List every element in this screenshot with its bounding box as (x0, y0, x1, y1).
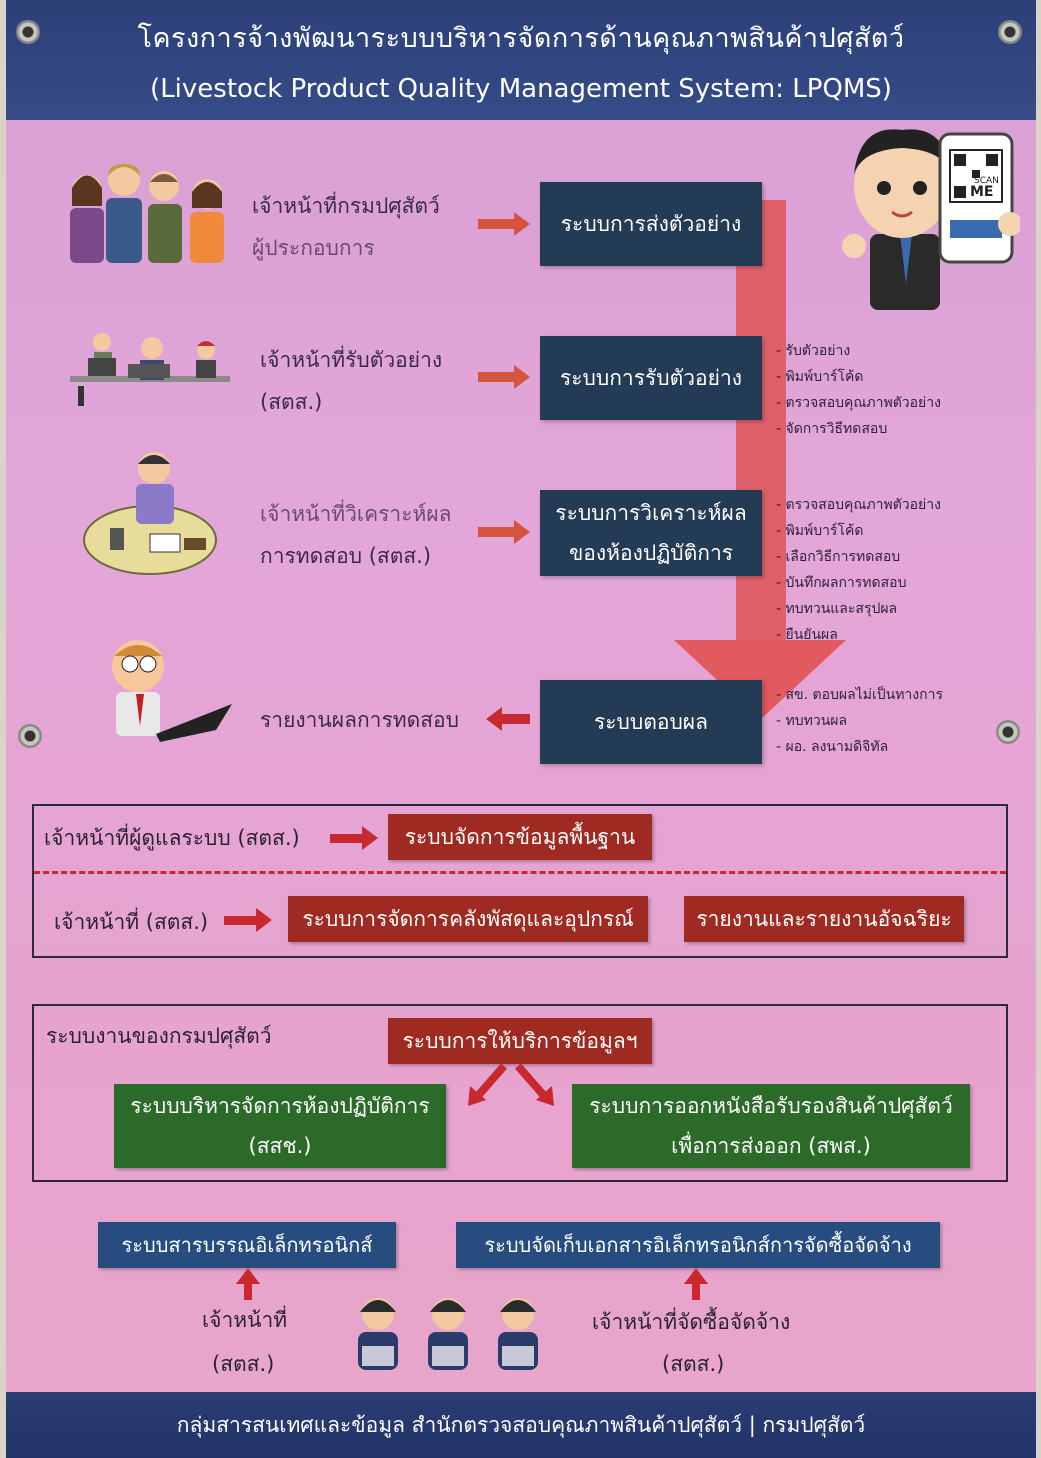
bullet-item: - พิมพ์บาร์โค้ด (776, 369, 864, 385)
role-sample-receiver-unit: (สตส.) (260, 390, 323, 414)
system-lab-analysis-line1: ระบบการวิเคราะห์ผล (555, 501, 747, 525)
qr-scan-label: SCAN (974, 176, 999, 186)
system-result-response: ระบบตอบผล (540, 680, 762, 764)
bullet-item: - บันทึกผลการทดสอบ (776, 575, 907, 591)
admin-systems-box (32, 804, 1008, 958)
bullet-item: - เลือกวิธีการทดสอบ (776, 549, 901, 565)
bullet-item: - จัดการวิธีทดสอบ (776, 421, 888, 437)
grommet-icon (998, 20, 1022, 44)
bullet-item: - พิมพ์บาร์โค้ด (776, 523, 864, 539)
dashed-divider (34, 871, 1006, 874)
system-data-service: ระบบการให้บริการข้อมูลฯ (388, 1018, 652, 1064)
system-smart-report: รายงานและรายงานอัจฉริยะ (684, 896, 964, 942)
role-lab-analyst: เจ้าหน้าที่วิเคราะห์ผล (260, 502, 452, 526)
system-master-data: ระบบจัดการข้อมูลพื้นฐาน (388, 814, 652, 860)
system-sample-submission: ระบบการส่งตัวอย่าง (540, 182, 762, 266)
system-lab-management: ระบบบริหารจัดการห้องปฏิบัติการ (สสช.) (114, 1084, 446, 1168)
arrow-left-icon (486, 707, 530, 731)
system-e-document: ระบบสารบรรณอิเล็กทรอนิกส์ (98, 1222, 396, 1268)
arrow-up-icon (684, 1268, 708, 1300)
grommet-icon (18, 724, 42, 748)
lab-analyst-icon (83, 452, 217, 575)
role-dld-staff: เจ้าหน้าที่กรมปศุสัตว์ (252, 194, 440, 218)
system-lab-management-line1: ระบบบริหารจัดการห้องปฏิบัติการ (130, 1094, 430, 1118)
arrow-up-icon (236, 1268, 260, 1300)
bottom-left-role: เจ้าหน้าที่ (202, 1308, 288, 1332)
dld-systems-box (32, 1004, 1008, 1182)
system-lab-analysis-line2: ของห้องปฏิบัติการ (568, 541, 734, 565)
admin-role-label: เจ้าหน้าที่ผู้ดูแลระบบ (สตส.) (44, 826, 300, 850)
role-sample-receiver: เจ้าหน้าที่รับตัวอย่าง (260, 348, 443, 372)
grommet-icon (16, 20, 40, 44)
bullet-item: - ตรวจสอบคุณภาพตัวอย่าง (776, 395, 941, 411)
bottom-left-role-unit: (สตส.) (212, 1352, 275, 1376)
system-export-certificate-line2: เพื่อการส่งออก (สพส.) (671, 1134, 871, 1158)
bullet-item: - ตรวจสอบคุณภาพตัวอย่าง (776, 497, 941, 513)
poster-footer: กลุ่มสารสนเทศและข้อมูล สำนักตรวจสอบคุณภา… (6, 1392, 1036, 1458)
cartoon-mascot-icon (842, 129, 1020, 310)
poster-banner: โครงการจ้างพัฒนาระบบบริหารจัดการด้านคุณภ… (6, 0, 1036, 1458)
bottom-right-role: เจ้าหน้าที่จัดซื้อจัดจ้าง (592, 1310, 791, 1334)
grommet-icon (996, 720, 1020, 744)
bullet-item: - ทบทวนและสรุปผล (776, 601, 898, 617)
title-thai: โครงการจ้างพัฒนาระบบบริหารจัดการด้านคุณภ… (137, 23, 905, 54)
system-lab-management-line2: (สสช.) (248, 1134, 312, 1158)
arrow-right-icon (224, 908, 272, 932)
lab-analysis-bullets: - ตรวจสอบคุณภาพตัวอย่าง - พิมพ์บาร์โค้ด … (776, 492, 941, 648)
bullet-item: - สข. ตอบผลไม่เป็นทางการ (776, 687, 943, 703)
staff-role-label: เจ้าหน้าที่ (สตส.) (54, 910, 209, 934)
bottom-right-role-unit: (สตส.) (662, 1352, 725, 1376)
report-reader-icon (112, 640, 232, 742)
result-response-bullets: - สข. ตอบผลไม่เป็นทางการ - ทบทวนผล - ผอ.… (776, 682, 943, 760)
role-operator: ผู้ประกอบการ (252, 236, 375, 260)
bullet-item: - รับตัวอย่าง (776, 343, 851, 359)
arrow-right-icon (478, 520, 530, 544)
qr-me-label: ME (970, 184, 994, 200)
system-inventory: ระบบการจัดการคลังพัสดุและอุปกรณ์ (288, 896, 648, 942)
split-arrows-icon (468, 1064, 554, 1106)
sample-receivers-icon (70, 333, 230, 406)
role-lab-analyst-unit: การทดสอบ (สตส.) (260, 544, 432, 568)
role-test-report: รายงานผลการทดสอบ (260, 708, 459, 732)
flow-arrow-shaft (736, 200, 786, 660)
poster-header: โครงการจ้างพัฒนาระบบบริหารจัดการด้านคุณภ… (6, 0, 1036, 120)
call-center-staff-icon (358, 1298, 538, 1370)
dld-systems-label: ระบบงานของกรมปศุสัตว์ (46, 1024, 272, 1048)
system-export-certificate-line1: ระบบการออกหนังสือรับรองสินค้าปศุสัตว์ (589, 1094, 953, 1118)
arrow-right-icon (478, 365, 530, 389)
system-export-certificate: ระบบการออกหนังสือรับรองสินค้าปศุสัตว์ เพ… (572, 1084, 970, 1168)
bullet-item: - ทบทวนผล (776, 713, 848, 729)
system-sample-receipt: ระบบการรับตัวอย่าง (540, 336, 762, 420)
arrow-right-icon (330, 826, 378, 850)
system-lab-analysis: ระบบการวิเคราะห์ผล ของห้องปฏิบัติการ (540, 490, 762, 576)
title-english: (Livestock Product Quality Management Sy… (150, 74, 892, 104)
bullet-item: - ยืนยันผล (776, 627, 838, 643)
sample-receipt-bullets: - รับตัวอย่าง - พิมพ์บาร์โค้ด - ตรวจสอบค… (776, 338, 941, 442)
system-procurement-archive: ระบบจัดเก็บเอกสารอิเล็กทรอนิกส์การจัดซื้… (456, 1222, 940, 1268)
staff-group-icon (70, 164, 224, 263)
bullet-item: - ผอ. ลงนามดิจิทัล (776, 739, 889, 755)
arrow-right-icon (478, 212, 530, 236)
